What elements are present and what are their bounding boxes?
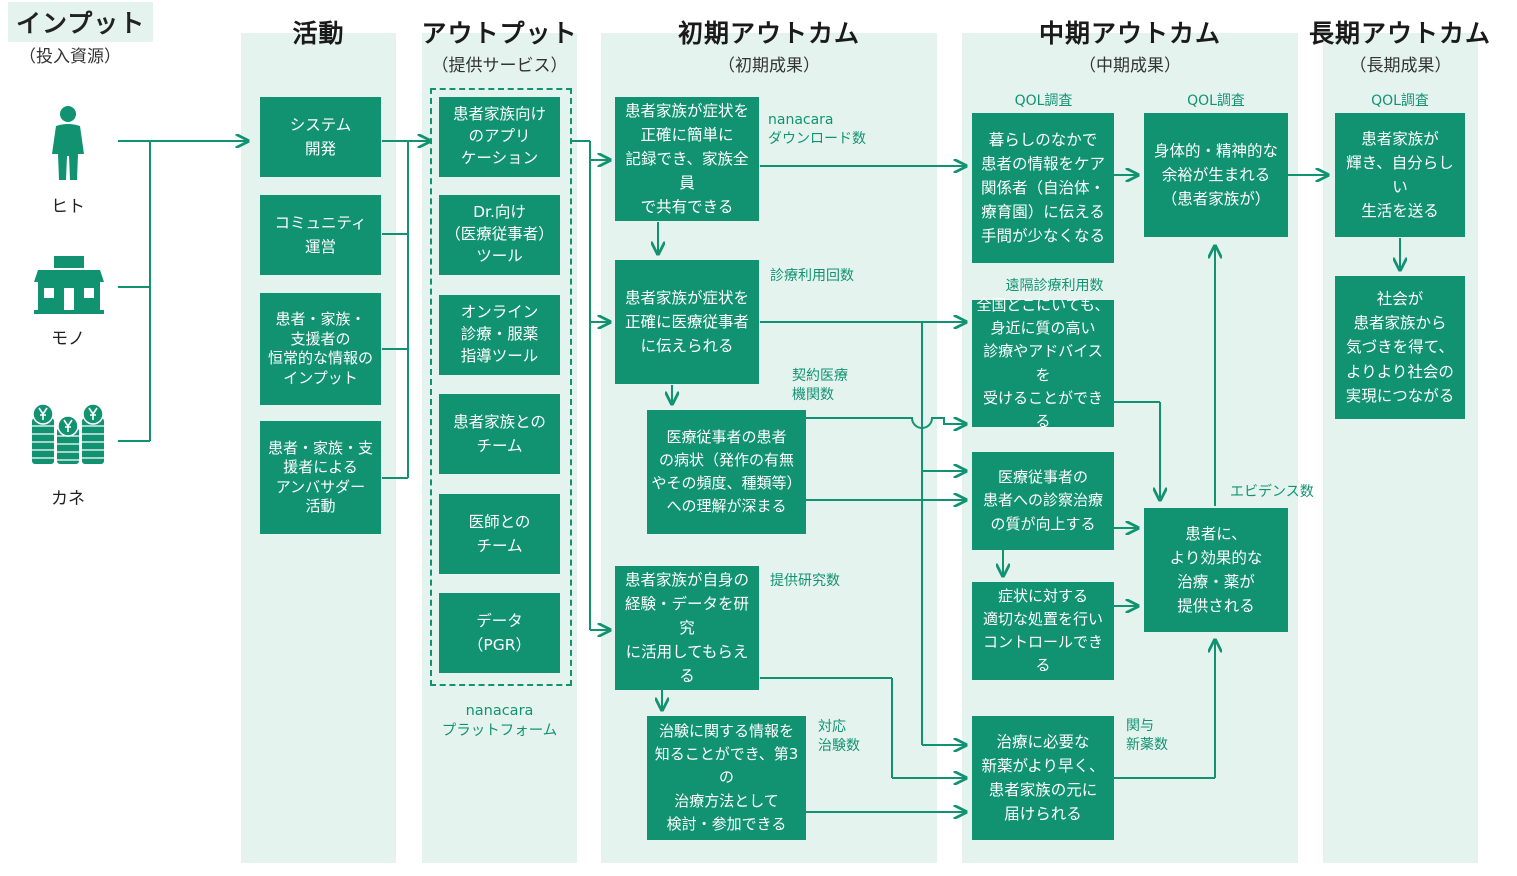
indicator-qol-2: QOL調査	[1187, 93, 1245, 109]
mid-symptom-control: 症状に対する 適切な処置を行い コントロールできる	[972, 582, 1114, 680]
indicator-evidence: エビデンス数	[1230, 484, 1314, 500]
indicator-research: 提供研究数	[770, 573, 840, 589]
activity-header: 活動	[292, 19, 345, 48]
indicator-new-drug: 関与 新薬数	[1126, 718, 1168, 753]
early-record-share: 患者家族が症状を 正確に簡単に 記録でき、家族全員 で共有できる	[615, 97, 759, 221]
indicator-qol-3: QOL調査	[1371, 93, 1429, 109]
long-subheader: （長期成果）	[1349, 56, 1452, 76]
early-tell-medical: 患者家族が症状を 正確に医療従事者 に伝えられる	[615, 260, 759, 384]
mid-header: 中期アウトカム	[1038, 19, 1221, 48]
input-label-mono: モノ	[51, 329, 85, 349]
mid-new-drug: 治療に必要な 新薬がより早く、 患者家族の元に 届けられる	[972, 716, 1114, 840]
long-header: 長期アウトカム	[1308, 19, 1491, 48]
output-online-tool: オンライン 診療・服薬 指導ツール	[439, 295, 560, 375]
activity-info-input: 患者・家族・ 支援者の 恒常的な情報の インプット	[260, 293, 381, 405]
early-header: 初期アウトカム	[677, 19, 860, 48]
output-header: アウトプット	[421, 19, 578, 48]
input-subheader: （投入資源）	[19, 47, 121, 67]
shop-icon	[34, 256, 104, 314]
early-medical-understanding: 医療従事者の患者 の病状（発作の有無 やその頻度、種類等） への理解が深まる	[647, 410, 806, 534]
input-label-kane: カネ	[51, 489, 85, 509]
output-doctor-team: 医師との チーム	[439, 494, 560, 574]
mid-less-burden: 暮らしのなかで 患者の情報をケア 関係者（自治体・ 療育園）に伝える 手間が少な…	[972, 113, 1114, 263]
long-shine: 患者家族が 輝き、自分らしい 生活を送る	[1335, 113, 1465, 237]
person-icon	[52, 106, 84, 180]
indicator-trials: 対応 治験数	[818, 719, 860, 754]
early-subheader: （初期成果）	[718, 56, 820, 76]
input-label-hito: ヒト	[51, 197, 85, 217]
output-family-app: 患者家族向け のアプリ ケーション	[439, 97, 560, 177]
activity-ambassador: 患者・家族・支 援者による アンバサダー 活動	[260, 421, 381, 534]
indicator-download: nanacara ダウンロード数	[768, 112, 866, 147]
mid-effective-treatment: 患者に、 より効果的な 治療・薬が 提供される	[1144, 508, 1288, 632]
activity-community: コミュニティ 運営	[260, 195, 381, 275]
mid-mental-room: 身体的・精神的な 余裕が生まれる （患者家族が）	[1144, 113, 1288, 237]
mid-care-quality-up: 医療従事者の 患者への診察治療 の質が向上する	[972, 452, 1114, 550]
indicator-qol-1: QOL調査	[1014, 93, 1073, 109]
long-better-society: 社会が 患者家族から 気づきを得て、 よりより社会の 実現につながる	[1335, 276, 1465, 419]
activity-system-dev: システム 開発	[260, 97, 381, 177]
platform-label: nanacara プラットフォーム	[441, 703, 558, 739]
output-data-pgr: データ （PGR）	[439, 593, 560, 673]
mid-subheader: （中期成果）	[1079, 56, 1181, 76]
indicator-remote: 遠隔診療利用数	[1005, 278, 1104, 294]
input-header: インプット	[8, 2, 154, 42]
early-research-use: 患者家族が自身の 経験・データを研究 に活用してもらえる	[615, 566, 759, 690]
yen-coins-icon	[32, 403, 104, 464]
indicator-visits: 診療利用回数	[770, 268, 854, 284]
indicator-contract: 契約医療 機関数	[792, 368, 848, 403]
mid-quality-care: 全国どこにいても、 身近に質の高い 診療やアドバイスを 受けることができる	[972, 296, 1114, 430]
platform-dashed-frame	[430, 88, 572, 686]
output-family-team: 患者家族との チーム	[439, 394, 560, 474]
early-clinical-trial: 治験に関する情報を 知ることができ、第3の 治療方法として 検討・参加できる	[647, 716, 806, 840]
output-subheader: （提供サービス）	[431, 56, 568, 76]
output-dr-tool: Dr.向け （医療従事者） ツール	[439, 195, 560, 275]
